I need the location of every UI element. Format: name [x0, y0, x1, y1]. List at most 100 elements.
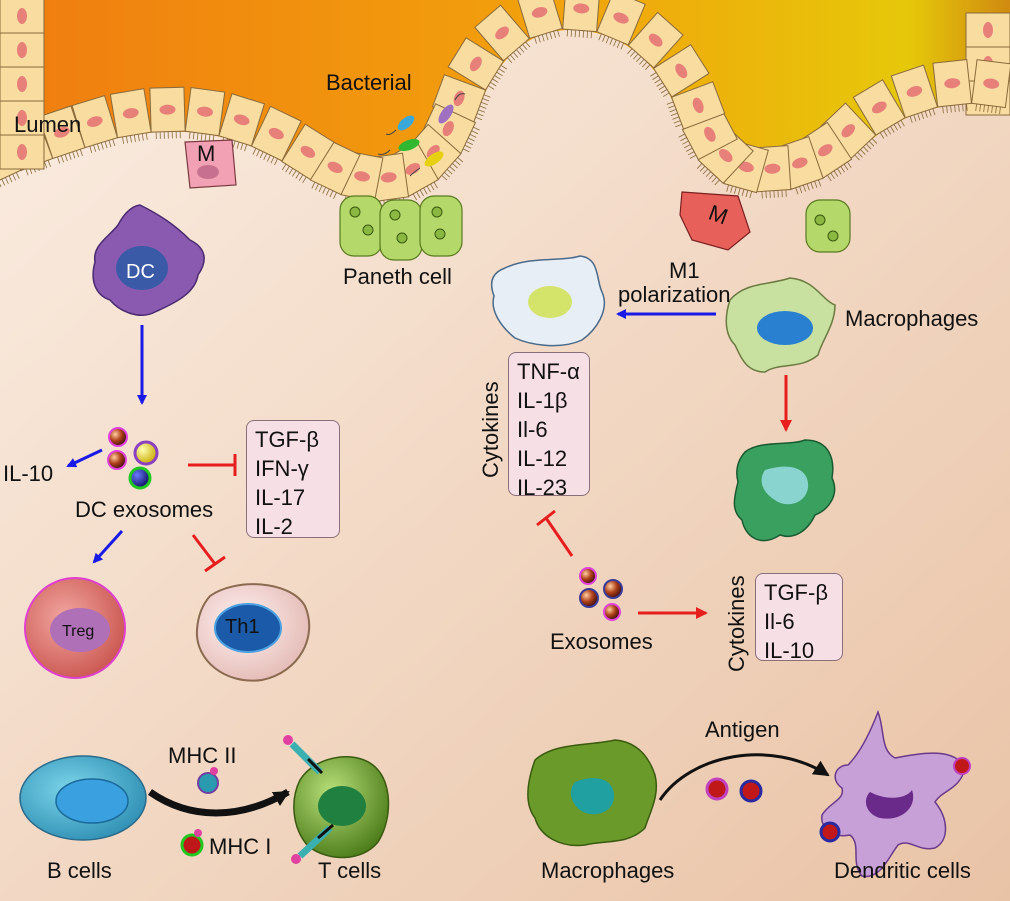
- dendritic-cell-bottom: [821, 709, 966, 878]
- m1-cytokine-item: Il-6: [517, 417, 548, 442]
- exosome-cluster: [579, 567, 623, 621]
- label-macrophages-top: Macrophages: [845, 306, 979, 331]
- epithelial-cell: [218, 93, 266, 152]
- epithelial-cell: [666, 81, 726, 130]
- label-macrophages-bottom: Macrophages: [541, 858, 675, 883]
- m1-cytokine-item: TNF-α: [517, 359, 580, 384]
- epithelium: [0, 0, 1010, 208]
- dc-cytokine-item: IFN-γ: [255, 456, 309, 481]
- m1-cytokine-item: IL-12: [517, 446, 568, 471]
- m1-cytokine-item: IL-23: [517, 475, 568, 500]
- arrow-to-treg: [92, 529, 124, 564]
- label-th1: Th1: [225, 616, 260, 638]
- epithelial-cell: [149, 86, 186, 139]
- label-treg: Treg: [62, 623, 95, 640]
- dc-cytokine-item: IL-2: [255, 514, 293, 539]
- epithelial-cell: [447, 37, 508, 91]
- m-cell-nucleus: [197, 165, 219, 179]
- treg-nucleus: [50, 608, 110, 652]
- dendritic-cell-nucleus: [865, 790, 914, 819]
- epithelial-cell: [184, 87, 226, 143]
- epithelial-cell: [932, 58, 973, 114]
- epithelial-cell: [516, 0, 563, 44]
- m1-nucleus: [528, 286, 572, 318]
- dc-cytokine-box: TGF-β IFN-γ IL-17 IL-2: [246, 420, 340, 539]
- label-polarization: polarization: [618, 282, 731, 307]
- epithelial-cell: [971, 59, 1010, 114]
- label-cytokines-left: Cytokines: [478, 381, 503, 478]
- macrophage-bottom-nucleus: [570, 778, 615, 815]
- m1-cytokine-item: IL-1β: [517, 388, 568, 413]
- epithelial-cell: [38, 105, 86, 164]
- label-cytokines-right: Cytokines: [724, 575, 749, 672]
- label-b-cells: B cells: [47, 858, 112, 883]
- dc-cytokine-item: TGF-β: [255, 427, 319, 452]
- epithelial-cell: [474, 4, 531, 64]
- t-cell-receptors: [283, 735, 334, 864]
- t-cell-nucleus: [318, 786, 366, 826]
- arrow-b-to-t: [147, 788, 290, 817]
- label-mhc1: MHC I: [209, 834, 272, 859]
- epithelial-cell: [0, 32, 45, 68]
- macrophage-top-nucleus: [757, 311, 813, 345]
- mhc1-molecule: [180, 833, 204, 857]
- epithelial-cell: [890, 64, 939, 123]
- epithelial-cell: [109, 88, 152, 144]
- antigen-ball-1: [705, 777, 729, 801]
- epithelial-cell: [852, 79, 906, 139]
- exosome-cytokine-item: Il-6: [764, 609, 795, 634]
- label-exosomes: Exosomes: [550, 629, 653, 654]
- epithelial-cell: [0, 0, 45, 34]
- antigen-ball-2: [739, 779, 763, 803]
- m2-nucleus: [761, 466, 809, 505]
- m-cell-2: [679, 191, 751, 251]
- epithelial-cell: [562, 0, 601, 39]
- epithelial-cell: [650, 44, 710, 98]
- epithelial-cell: [250, 105, 302, 166]
- label-paneth: Paneth cell: [343, 264, 452, 289]
- epithelial-cell: [281, 123, 335, 183]
- epithelial-cell: [71, 94, 119, 153]
- epithelial-cell: [309, 139, 361, 199]
- dc-exosome-cluster: [107, 427, 159, 490]
- arrow-to-il10: [66, 448, 103, 468]
- mhc2-peptide: [210, 767, 218, 775]
- label-m1: M1: [669, 258, 700, 283]
- b-cell-nucleus: [55, 778, 129, 824]
- exosome-cytokine-item: IL-10: [764, 638, 815, 663]
- bacteria: [377, 93, 466, 177]
- dc-nucleus: [116, 246, 168, 290]
- label-m-cell: M: [197, 141, 216, 166]
- epithelial-cell: [798, 121, 853, 182]
- label-dc-exosomes: DC exosomes: [75, 497, 214, 522]
- dc-bound-antigen-2: [953, 757, 971, 775]
- dc-cytokine-item: IL-17: [255, 485, 306, 510]
- label-mhc2: MHC II: [168, 743, 237, 768]
- m1-cytokine-box: TNF-α IL-1β Il-6 IL-12 IL-23: [508, 352, 590, 500]
- label-t-cells: T cells: [318, 858, 382, 883]
- label-dc: DC: [126, 261, 155, 283]
- label-il10: IL-10: [3, 461, 54, 486]
- epithelial-cell: [0, 66, 45, 102]
- label-antigen: Antigen: [705, 717, 780, 742]
- paneth-cells: [339, 195, 851, 261]
- epithelial-cell: [820, 102, 878, 161]
- epithelial-cell: [627, 11, 684, 71]
- label-bacterial: Bacterial: [326, 70, 412, 95]
- mhc1-peptide: [194, 829, 202, 837]
- epithelial-cell: [965, 12, 1010, 48]
- arrow-antigen: [658, 753, 830, 801]
- label-lumen: Lumen: [14, 112, 82, 137]
- epithelial-cell: [596, 0, 646, 50]
- m-cell: [184, 139, 237, 189]
- dc-bound-antigen-1: [819, 821, 841, 843]
- inhibition-arrows: [188, 454, 574, 573]
- epithelial-cell: [0, 134, 45, 170]
- th1-nucleus: [214, 603, 282, 653]
- mhc2-molecule: [197, 772, 219, 794]
- label-dendritic-cells: Dendritic cells: [834, 858, 971, 883]
- exosome-cytokine-box: TGF-β Il-6 IL-10: [755, 573, 843, 663]
- exosome-cytokine-item: TGF-β: [764, 580, 828, 605]
